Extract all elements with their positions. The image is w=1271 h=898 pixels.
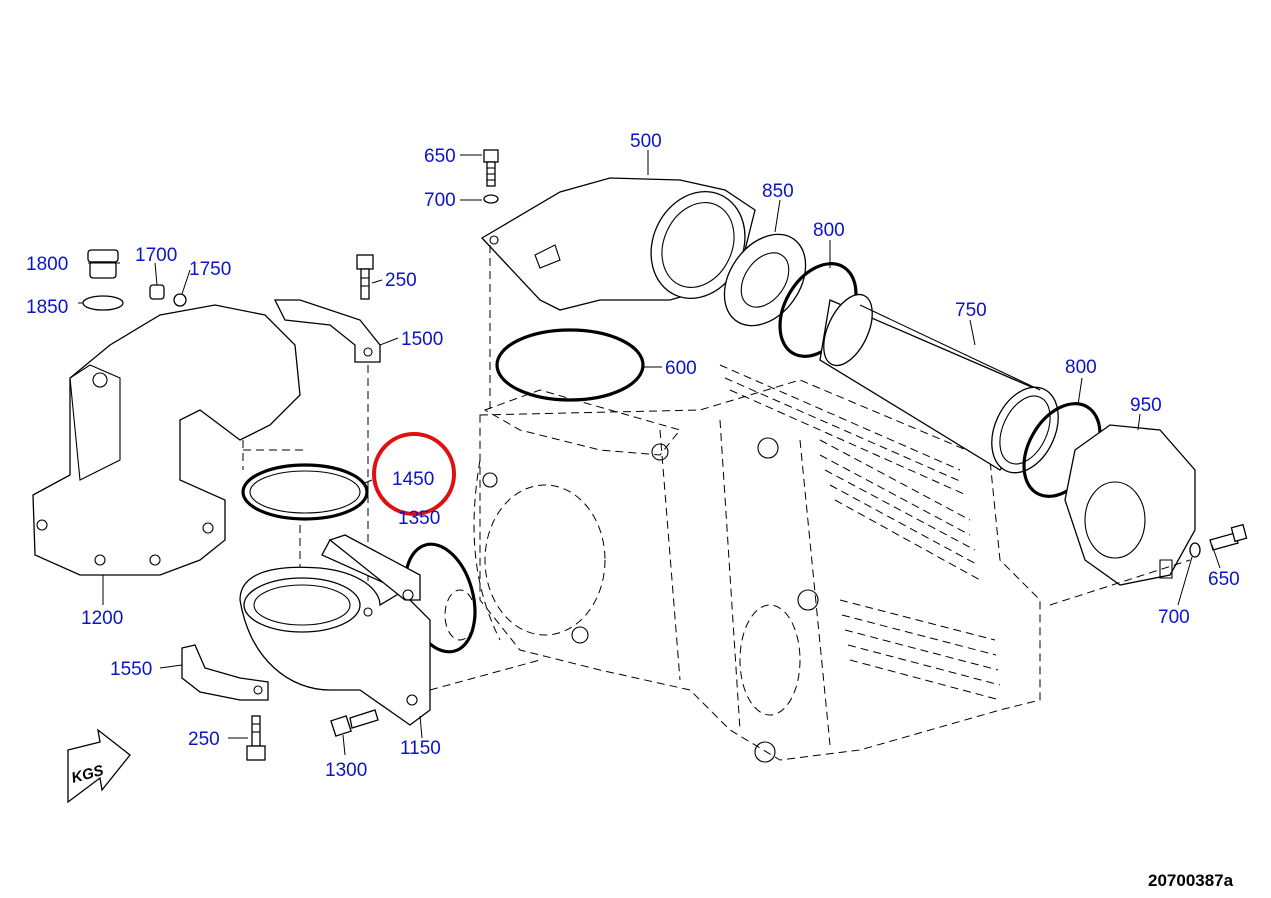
label-1500[interactable]: 1500: [401, 329, 443, 350]
label-650-lower[interactable]: 650: [1208, 569, 1240, 590]
label-1550[interactable]: 1550: [110, 659, 152, 680]
cooler-fins: [719, 364, 1001, 701]
label-250-lower[interactable]: 250: [188, 729, 220, 750]
part-1300-bolt[interactable]: [330, 709, 379, 737]
label-700-lower[interactable]: 700: [1158, 607, 1190, 628]
label-950[interactable]: 950: [1130, 395, 1162, 416]
part-500-elbow[interactable]: [480, 176, 762, 410]
part-600-oring[interactable]: [495, 328, 645, 402]
part-labels: 500 650 700 850 800 1800 1700 1750 250 1…: [26, 131, 1240, 781]
label-1450[interactable]: 1450: [392, 469, 434, 490]
label-800-upper[interactable]: 800: [813, 220, 845, 241]
intercooler-housing: [473, 364, 1041, 763]
label-1350[interactable]: 1350: [398, 508, 440, 529]
part-250-bolt-lower[interactable]: [246, 715, 266, 761]
kgs-direction-arrow: KGS: [67, 728, 131, 804]
label-1150[interactable]: 1150: [400, 738, 441, 759]
part-1150-housing[interactable]: [239, 534, 541, 726]
label-700-upper[interactable]: 700: [424, 190, 456, 211]
label-1850[interactable]: 1850: [26, 297, 68, 318]
label-1200[interactable]: 1200: [81, 608, 123, 629]
label-500[interactable]: 500: [630, 131, 662, 152]
highlight-circle: [372, 432, 456, 516]
part-1200-elbow[interactable]: [32, 304, 305, 576]
part-1800-plug[interactable]: [87, 249, 119, 279]
label-600[interactable]: 600: [665, 358, 697, 379]
label-250-upper[interactable]: 250: [385, 270, 417, 291]
part-650-bolt-upper[interactable]: [483, 149, 499, 187]
label-1750[interactable]: 1750: [189, 259, 231, 280]
part-700-washer-upper[interactable]: [483, 194, 499, 204]
label-1700[interactable]: 1700: [135, 245, 177, 266]
part-1850-seal[interactable]: [82, 295, 124, 311]
part-950-outlet[interactable]: [1064, 424, 1196, 586]
label-1300[interactable]: 1300: [325, 760, 367, 781]
label-800-lower[interactable]: 800: [1065, 357, 1097, 378]
label-850[interactable]: 850: [762, 181, 794, 202]
part-1750-seal[interactable]: [173, 293, 187, 307]
label-1800[interactable]: 1800: [26, 254, 68, 275]
label-750[interactable]: 750: [955, 300, 987, 321]
part-750-pipe[interactable]: [814, 287, 1071, 483]
diagram-id: 20700387a: [1148, 871, 1234, 890]
part-700-washer-lower[interactable]: [1189, 542, 1201, 558]
leader-lines: [78, 150, 1221, 756]
part-650-bolt-lower[interactable]: [1209, 523, 1248, 551]
part-1500-clamp[interactable]: [273, 299, 381, 363]
part-250-bolt-upper[interactable]: [356, 254, 374, 610]
part-1550-clamp[interactable]: [181, 644, 269, 701]
part-1700-plug[interactable]: [149, 284, 165, 300]
part-1450-oring[interactable]: [241, 463, 369, 521]
label-650-upper[interactable]: 650: [424, 146, 456, 167]
